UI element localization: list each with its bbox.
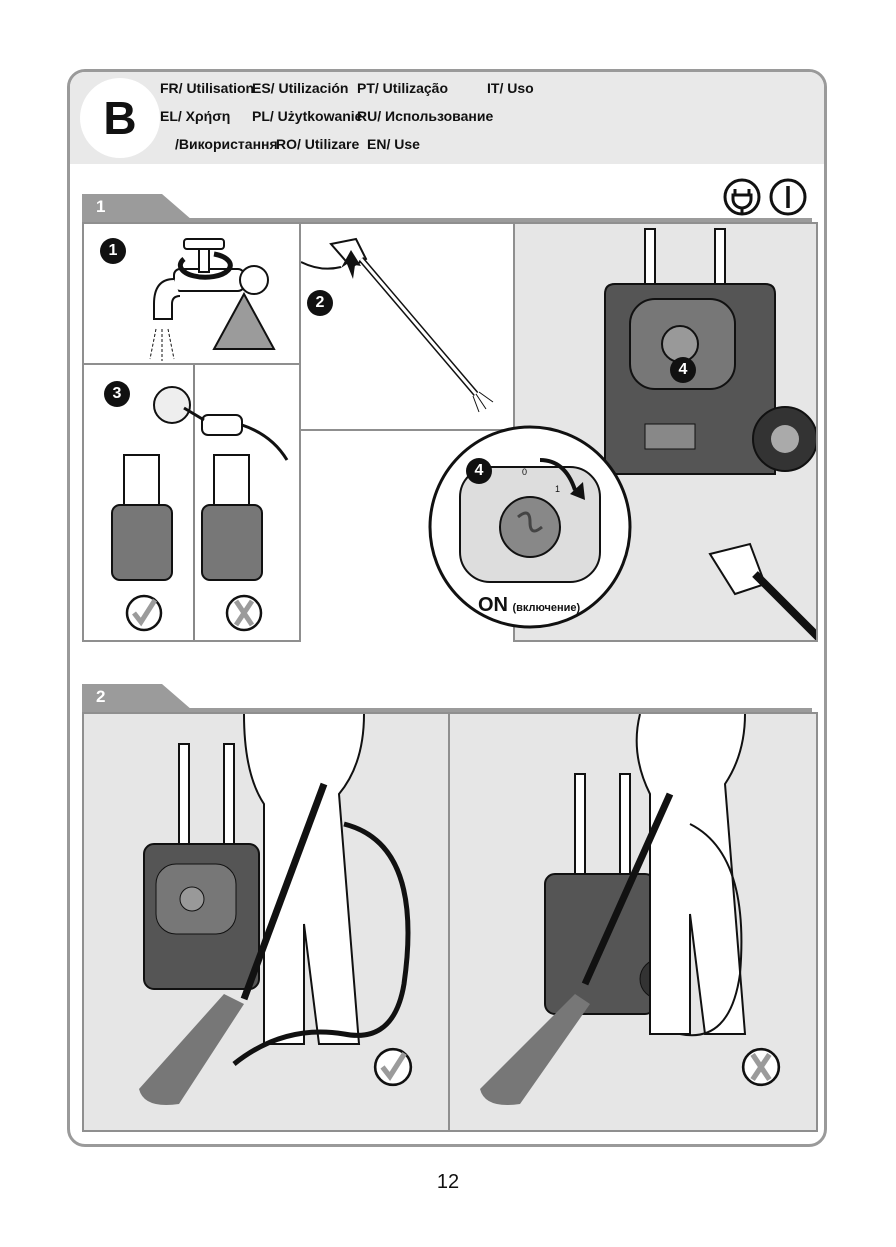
lang-pt: PT/ Utilização [357, 80, 448, 96]
section-badge: B [80, 78, 160, 158]
plug-icon [722, 177, 762, 217]
on-switch-caption: ON (включение) [478, 594, 580, 617]
lang-el: EL/ Χρήση [160, 108, 230, 124]
lang-en: EN/ Use [367, 136, 420, 152]
lang-ru: RU/ Использование [357, 108, 493, 124]
check-icon [124, 593, 164, 633]
on-label: ON [478, 594, 508, 616]
lang-it: IT/ Uso [487, 80, 534, 96]
faucet-illustration [144, 234, 294, 364]
section-2-tab-slope [152, 684, 192, 710]
on-sublabel: (включение) [512, 602, 580, 614]
gun-illustration [710, 534, 818, 642]
panel-plug: 3 [82, 363, 301, 642]
dial-mark-0: 0 [522, 467, 527, 477]
instruction-frame: B FR/ Utilisation ES/ Utilización PT/ Ut… [67, 69, 827, 1147]
step-4-badge-machine: 4 [670, 357, 696, 383]
step-1-badge: 1 [100, 238, 126, 264]
lang-pl: PL/ Użytkowanie [252, 108, 362, 124]
dial-mark-1: 1 [555, 484, 560, 494]
section-1-label: 1 [82, 194, 152, 220]
cross-icon [224, 593, 264, 633]
plug-socket-illustration [84, 365, 301, 642]
section-1-tab-slope [152, 194, 192, 220]
lance-illustration [301, 224, 515, 431]
panel-lance: 2 [299, 222, 515, 431]
power-icon [768, 177, 808, 217]
lang-uk: /Використання [175, 136, 278, 152]
panel-incorrect-use [448, 712, 818, 1132]
check-icon [372, 1046, 414, 1088]
step-4-badge-zoom: 4 [466, 458, 492, 484]
panel-correct-use [82, 712, 452, 1132]
panel-faucet: 1 [82, 222, 301, 365]
section-2-label: 2 [82, 684, 152, 710]
cross-icon [740, 1046, 782, 1088]
page-number: 12 [0, 1171, 896, 1194]
lang-es: ES/ Utilización [252, 80, 348, 96]
lang-fr: FR/ Utilisation [160, 80, 254, 96]
lang-ro: RO/ Utilizare [276, 136, 359, 152]
